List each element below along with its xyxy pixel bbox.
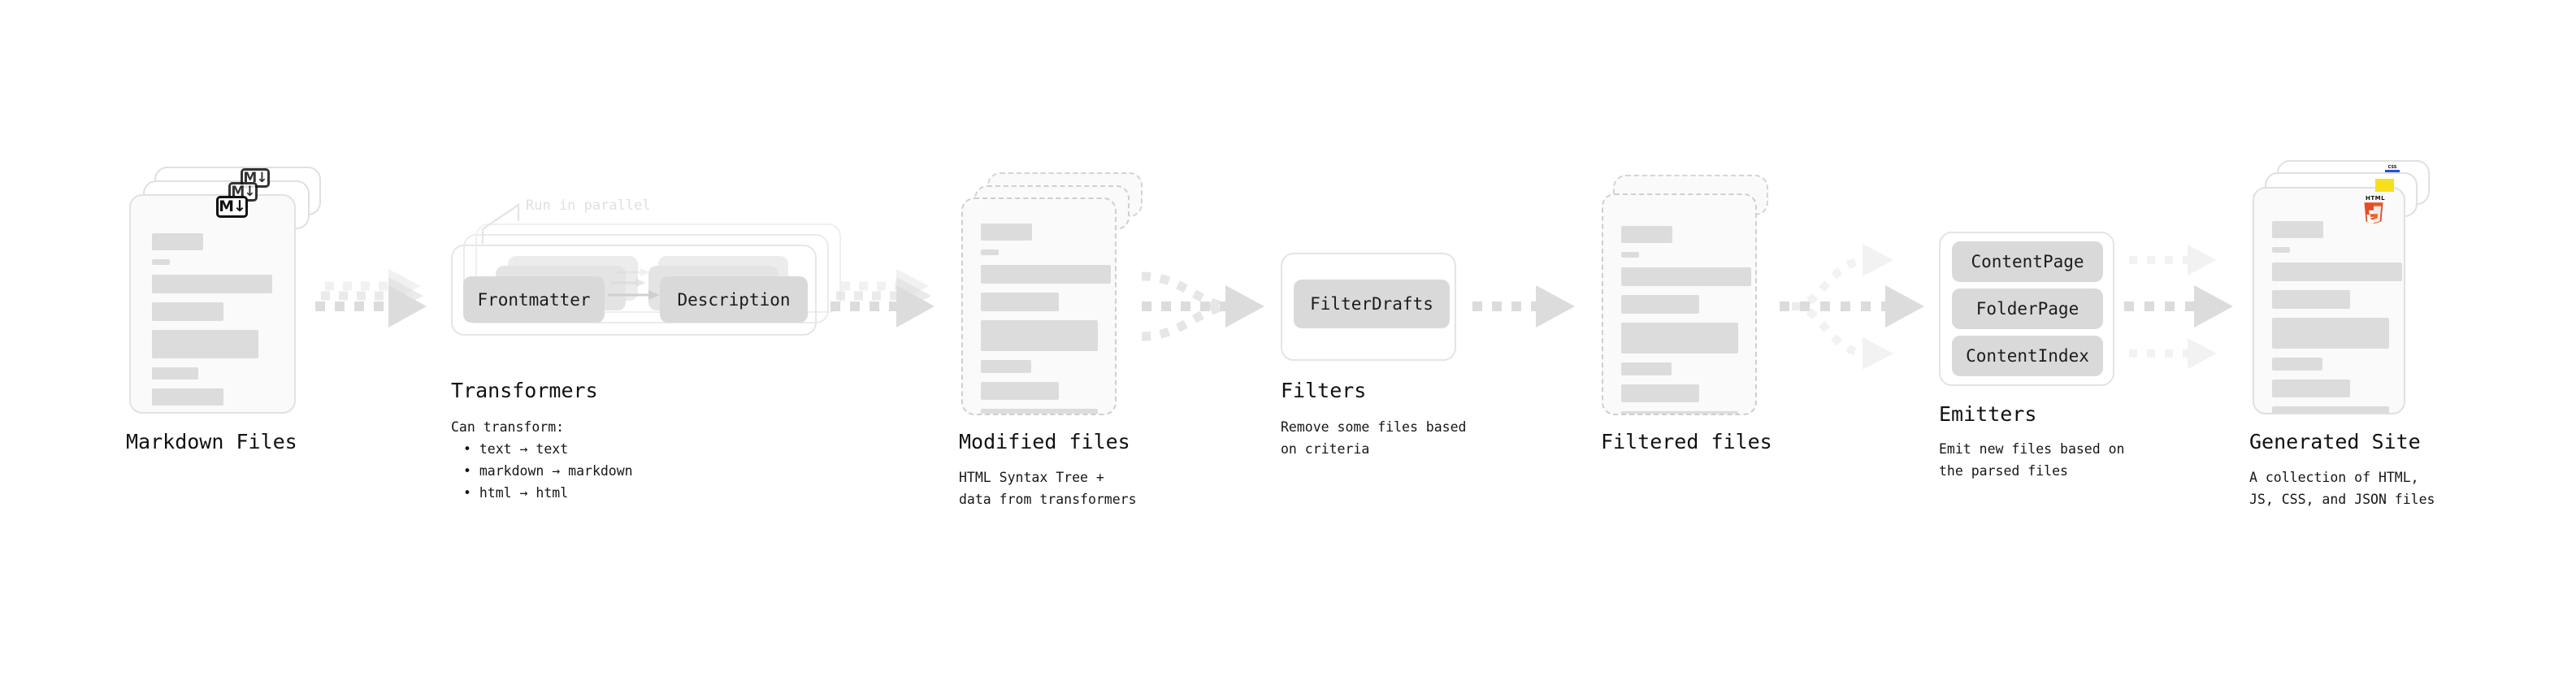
transformers-bullet-1: • text → text	[463, 441, 569, 457]
chip-filterdrafts[interactable]: FilterDrafts	[1294, 280, 1450, 328]
modified-files-title: Modified files	[959, 430, 1130, 453]
transformers-box-back	[475, 223, 841, 313]
chip-folderpage[interactable]: FolderPage	[1952, 288, 2103, 329]
css3-icon-bar	[2385, 170, 2400, 172]
arrow-filtered-to-emitters	[1780, 244, 1924, 370]
run-in-parallel-annotation: Run in parallel	[526, 197, 651, 214]
filtered-card-content-lines	[1621, 226, 1751, 414]
markdown-icon-front-glyph: M↓	[219, 197, 246, 215]
filters-description: Remove some files based on criteria	[1281, 419, 1467, 457]
arrow-transformers-to-modified	[830, 269, 935, 327]
chip-contentindex-label: ContentIndex	[1966, 346, 2089, 366]
chip-frontmatter[interactable]: Frontmatter	[463, 276, 605, 323]
css3-icon-word: CSS	[2387, 165, 2397, 170]
transformers-bullet-3: • html → html	[463, 485, 569, 501]
chip-filterdrafts-label: FilterDrafts	[1310, 294, 1433, 314]
modified-card-content-lines	[981, 223, 1111, 414]
html5-icon-word: HTML	[2365, 195, 2386, 202]
emitters-title: Emitters	[1939, 402, 2037, 426]
transformers-title: Transformers	[451, 379, 598, 402]
chip-description[interactable]: Description	[660, 276, 808, 323]
chip-contentpage-label: ContentPage	[1971, 252, 2084, 271]
filters-title: Filters	[1281, 379, 1367, 402]
filtered-files-title: Filtered files	[1601, 430, 1772, 453]
chip-description-label: Description	[677, 289, 791, 310]
generated-card-front	[2253, 187, 2405, 414]
markdown-files-title: Markdown Files	[126, 430, 297, 453]
chip-contentindex[interactable]: ContentIndex	[1952, 336, 2103, 376]
arrow-emitters-to-generated	[2124, 245, 2233, 369]
markdown-icon-front: M↓	[216, 196, 248, 218]
arrow-filters-to-filtered	[1472, 285, 1575, 327]
transformers-bullet-2: • markdown → markdown	[463, 463, 633, 479]
generated-card-content-lines	[2272, 221, 2402, 413]
javascript-icon	[2375, 179, 2394, 192]
filtered-card-front	[1602, 193, 1757, 415]
arrow-modified-to-filters	[1141, 271, 1264, 341]
emitters-description: Emit new files based on the parsed files	[1939, 441, 2125, 479]
arrow-markdown-to-transformers	[315, 269, 427, 327]
chip-contentpage[interactable]: ContentPage	[1952, 241, 2103, 282]
modified-files-description: HTML Syntax Tree + data from transformer…	[959, 470, 1137, 507]
transformers-lead: Can transform:	[451, 419, 565, 435]
markdown-card-front	[129, 194, 296, 414]
css3-icon: CSS	[2385, 166, 2400, 172]
chip-folderpage-label: FolderPage	[1975, 299, 2079, 319]
markdown-icon-back-glyph: M↓	[243, 169, 267, 186]
generated-site-description: A collection of HTML, JS, CSS, and JSON …	[2249, 470, 2435, 507]
transformers-box-front	[451, 245, 817, 336]
modified-card-front	[961, 197, 1117, 415]
chip-frontmatter-label: Frontmatter	[477, 289, 591, 310]
html5-icon-shield	[2363, 202, 2384, 227]
html5-icon: HTML	[2363, 196, 2387, 227]
markdown-card-content-lines	[152, 233, 278, 412]
markdown-icon-mid-glyph: M↓	[231, 183, 255, 200]
generated-site-title: Generated Site	[2249, 430, 2421, 453]
